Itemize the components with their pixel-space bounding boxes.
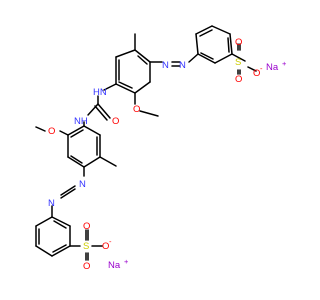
atom-ome-top: O: [133, 104, 140, 115]
atom-azo-top-n1: N: [162, 60, 169, 71]
atom-s-top-o-right: O: [253, 68, 260, 79]
atom-s-top-o-up: O: [235, 37, 242, 48]
atom-ome-bottom: O: [48, 126, 55, 137]
atom-labels: HN O NH O O N N N N S O O O - Na + O S O…: [48, 37, 287, 272]
atom-s-bot-o-down: O: [83, 261, 90, 272]
atom-nh-bottom: NH: [74, 116, 88, 127]
atom-s-bot-o-right: O: [102, 241, 109, 252]
atom-carbonyl-o: O: [112, 116, 119, 127]
atom-na-bottom: Na: [108, 260, 121, 271]
charge-s-top-o-minus: -: [260, 64, 263, 73]
structure-diagram: HN O NH O O N N N N S O O O - Na + O S O…: [35, 25, 287, 272]
atom-s-bot-o-up: O: [83, 221, 90, 232]
atom-s-bot: S: [83, 241, 89, 252]
charge-na-top-plus: +: [282, 59, 287, 68]
atom-azo-top-n2: N: [179, 60, 186, 71]
bonds: [35, 25, 257, 261]
charge-s-bot-o-minus: -: [109, 237, 112, 246]
charge-na-bottom-plus: +: [124, 257, 129, 266]
atom-s-top-o-down: O: [235, 74, 242, 85]
atom-s-top: S: [235, 57, 241, 68]
atom-azo-bot-n1: N: [79, 179, 86, 190]
atom-nh-top: HN: [93, 87, 107, 98]
atom-azo-bot-n2: N: [48, 198, 55, 209]
atom-na-top: Na: [266, 62, 279, 73]
